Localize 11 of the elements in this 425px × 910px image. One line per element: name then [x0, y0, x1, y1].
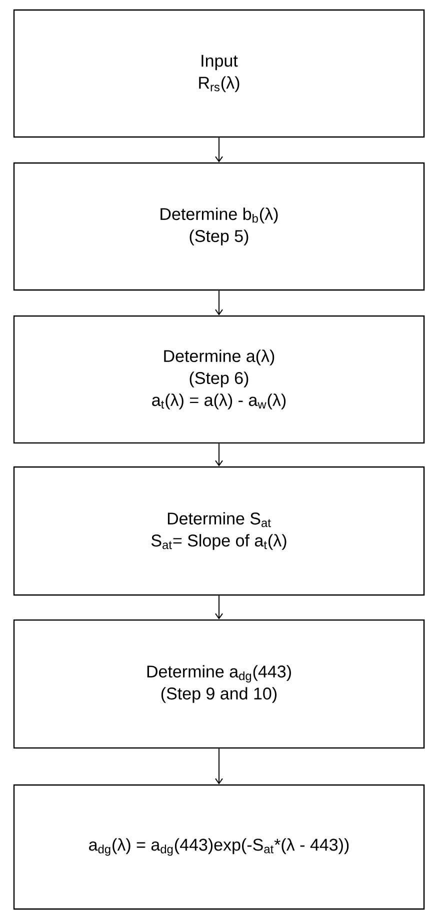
process-box: Determine S$_{at}$ S$_{at}$= Slope of a$_{t}$(λ) [13, 466, 425, 596]
process-box: Input R$_{rs}$(λ) [13, 9, 425, 138]
process-box: Determine b$_{b}$(λ) (Step 5) [13, 162, 425, 291]
arrow [215, 595, 223, 620]
process-box: Determine a(λ) (Step 6) a$_{t}$(λ) = a(λ) - a$_{w}$(λ) [13, 315, 425, 444]
arrow [215, 748, 223, 784]
arrow [215, 443, 223, 466]
process-box: a$_{dg}$(λ) = a$_{dg}$(443)exp(-S$_{at}$*(λ - 443)) [13, 784, 425, 910]
arrow [215, 290, 223, 316]
process-box: Determine a$_{dg}$(443) (Step 9 and 10) [13, 619, 425, 749]
arrow [215, 137, 223, 162]
